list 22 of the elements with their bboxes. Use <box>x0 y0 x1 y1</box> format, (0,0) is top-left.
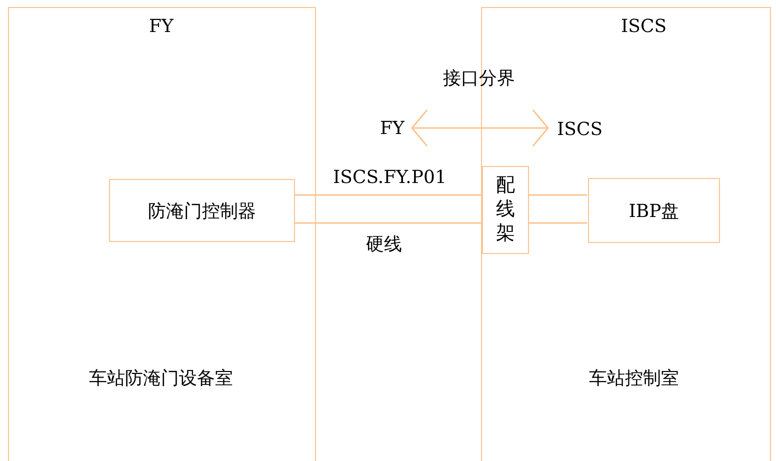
edge-label: ISCS.FY.P01 <box>333 167 446 188</box>
device-box <box>588 178 720 243</box>
connection-line <box>528 194 587 196</box>
room-panel <box>8 7 316 461</box>
device-label: IBP盘 <box>628 200 680 222</box>
double-arrow <box>411 109 549 147</box>
panel-heading: ISCS <box>621 16 667 37</box>
connection-line <box>528 222 587 224</box>
room-panel <box>481 7 771 461</box>
device-label: 防淹门控制器 <box>148 200 256 222</box>
room-name: 车站防淹门设备室 <box>89 367 233 390</box>
connection-line <box>294 222 481 224</box>
edge-label: 硬线 <box>366 233 402 256</box>
device-label: 配线架 <box>496 174 515 246</box>
connection-line <box>294 194 481 196</box>
arrow-end-label: FY <box>380 118 404 138</box>
device-box <box>482 166 529 254</box>
room-name: 车站控制室 <box>589 367 679 390</box>
arrow-end-label: ISCS <box>557 118 603 140</box>
panel-heading: FY <box>149 16 174 37</box>
device-box <box>109 179 295 242</box>
boundary-label: 接口分界 <box>443 67 515 90</box>
